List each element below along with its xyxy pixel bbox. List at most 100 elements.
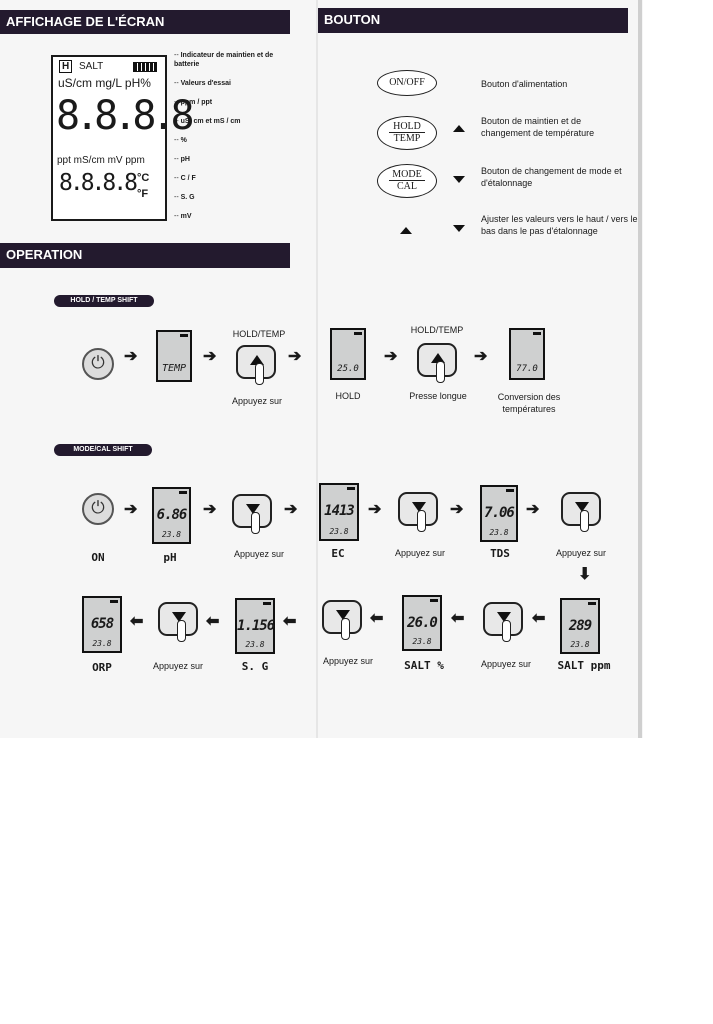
legend-item-hold-battery: Indicateur de maintien et de batterie [174, 51, 286, 69]
arrow-right-icon: ➔ [526, 501, 540, 518]
hold-temp-long-press-icon [417, 343, 457, 383]
meter-salt-percent-screen: 26.0 23.8 [402, 595, 442, 651]
mode-press-icon [398, 492, 438, 532]
caption-press: Appuyez sur [233, 549, 285, 559]
onoff-button-image: ON/OFF [377, 70, 437, 96]
caption-tds: TDS [490, 547, 510, 560]
battery-icon [263, 602, 271, 605]
caption-salt-percent: SALT % [404, 659, 444, 672]
caption-ph: pH [163, 551, 177, 564]
caption-orp: ORP [92, 661, 112, 674]
arrow-right-icon: ➔ [203, 501, 217, 518]
mode-label: MODE [389, 169, 425, 181]
finger-icon [417, 510, 426, 532]
arrow-right-icon: ➔ [450, 501, 464, 518]
up-arrow-icon [400, 227, 412, 234]
battery-icon [347, 487, 355, 490]
battery-icon [180, 334, 188, 337]
arrow-down-icon: ⬇ [578, 566, 592, 583]
arrow-right-icon: ➔ [368, 501, 382, 518]
arrow-right-icon: ➔ [124, 348, 138, 365]
fahrenheit-label: °F [137, 188, 149, 200]
onoff-description: Bouton d'alimentation [481, 79, 568, 89]
battery-icon [588, 602, 596, 605]
meter-temp: 23.8 [570, 640, 590, 649]
arrow-left-icon: ⬅ [130, 613, 144, 630]
battery-icon [430, 599, 438, 602]
caption-on: ON [91, 551, 105, 564]
meter-temp: 23.8 [245, 640, 265, 649]
arrow-right-icon: ➔ [203, 348, 217, 365]
down-triangle-icon [246, 504, 260, 514]
down-triangle-icon [172, 612, 186, 622]
mode-press-icon [158, 602, 198, 642]
arrow-left-icon: ⬅ [206, 613, 220, 630]
caption-sg: S. G [241, 660, 269, 673]
caption-press: Appuyez sur [480, 659, 532, 669]
finger-icon [580, 510, 589, 532]
finger-icon [255, 363, 264, 385]
button-section-header: BOUTON [318, 8, 628, 33]
meter-fahrenheit-screen: 77.0 [509, 328, 545, 380]
legend-item-mv: mV [174, 213, 192, 220]
salt-indicator: SALT [79, 61, 104, 72]
hold-indicator: H [59, 60, 73, 73]
battery-icon [354, 332, 362, 335]
battery-icon [110, 600, 118, 603]
meter-temp-screen: TEMP [156, 330, 192, 382]
page-edge [638, 0, 642, 738]
up-triangle-icon [431, 353, 445, 363]
finger-icon [502, 620, 511, 642]
up-triangle-icon [453, 125, 465, 132]
battery-icon [179, 491, 187, 494]
hold-temp-label-1: HOLD/TEMP [232, 329, 286, 339]
arrow-left-icon: ⬅ [451, 610, 465, 627]
meter-temp: 23.8 [92, 639, 112, 648]
hold-temp-shift-pill: HOLD / TEMP SHIFT [54, 295, 154, 307]
mode-cal-button-image: MODE CAL [377, 164, 437, 198]
meter-value: 25.0 [337, 364, 359, 374]
down-triangle-icon [575, 502, 589, 512]
meter-value: 7.06 [484, 505, 515, 521]
arrow-right-icon: ➔ [124, 501, 138, 518]
caption-salt-ppm: SALT ppm [557, 659, 611, 672]
arrow-right-icon: ➔ [384, 348, 398, 365]
page-fold [316, 0, 318, 738]
caption-ec: EC [331, 547, 345, 560]
meter-ec-screen: 1413 23.8 [319, 483, 359, 541]
arrow-right-icon: ➔ [284, 501, 298, 518]
small-digits: 8.8.8.8 [59, 170, 138, 196]
arrow-left-icon: ⬅ [370, 610, 384, 627]
arrow-left-icon: ⬅ [283, 613, 297, 630]
meter-temp: 23.8 [161, 530, 182, 539]
cal-label: CAL [397, 181, 417, 192]
meter-salt-ppm-screen: 289 23.8 [560, 598, 600, 654]
hold-label: HOLD [389, 121, 425, 133]
mode-cal-description: Bouton de changement de mode et d'étalon… [481, 166, 622, 188]
main-digits: 8.8.8.8 [56, 93, 195, 139]
meter-value: 26.0 [407, 615, 438, 631]
meter-value: 658 [90, 616, 114, 632]
arrow-left-icon: ⬅ [532, 610, 546, 627]
legend-item-ph: pH [174, 156, 190, 163]
meter-value: 1.156 [237, 618, 275, 634]
arrow-right-icon: ➔ [474, 348, 488, 365]
meter-hold-screen: 25.0 [330, 328, 366, 380]
celsius-label: °C [137, 172, 150, 184]
meter-tds-screen: 7.06 23.8 [480, 485, 518, 542]
down-arrow-icon [453, 225, 465, 232]
legend-item-test-values: Valeurs d'essai [174, 80, 231, 87]
finger-icon [436, 361, 445, 383]
mode-press-icon [561, 492, 601, 532]
hold-temp-description: Bouton de maintien et de changement de t… [481, 116, 595, 138]
units-mid: ppt mS/cm mV ppm [57, 155, 145, 166]
legend-item-sg: S. G [174, 194, 195, 201]
legend-item-conductivity: uS/ cm et mS / cm [174, 118, 241, 125]
caption-temp-conversion: Conversion des températures [497, 392, 561, 414]
power-press-icon [82, 493, 114, 525]
caption-press: Appuyez sur [152, 661, 204, 671]
meter-orp-screen: 658 23.8 [82, 596, 122, 653]
meter-value: 77.0 [516, 364, 538, 374]
legend-item-ppm: ppm / ppt [174, 99, 213, 106]
mode-press-icon [483, 602, 523, 642]
